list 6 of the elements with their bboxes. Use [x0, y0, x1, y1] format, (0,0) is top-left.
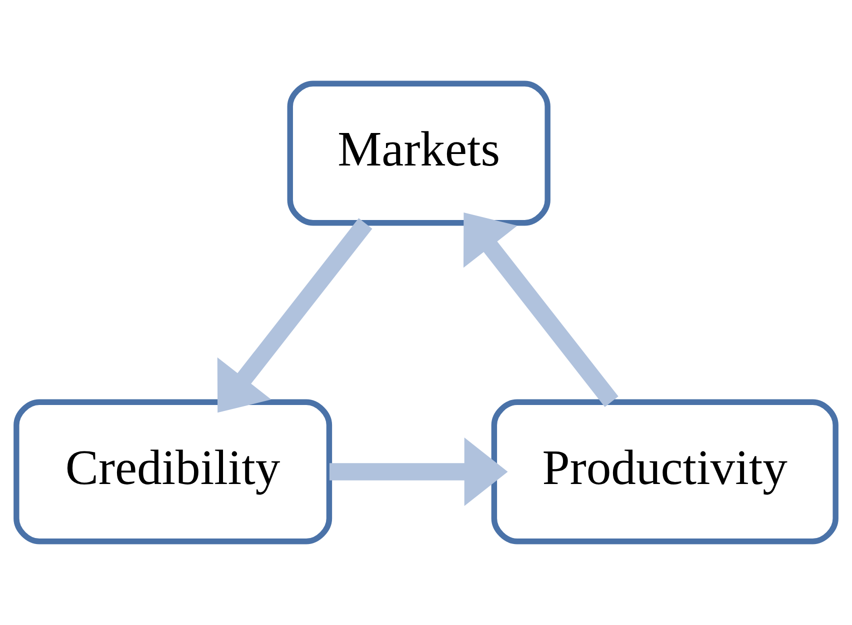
node-box: Markets — [287, 80, 550, 226]
node-box: Productivity — [491, 399, 838, 544]
arrow — [463, 212, 618, 407]
arrow — [329, 438, 508, 506]
arrow — [217, 218, 372, 413]
node-box: Credibility — [14, 399, 332, 544]
